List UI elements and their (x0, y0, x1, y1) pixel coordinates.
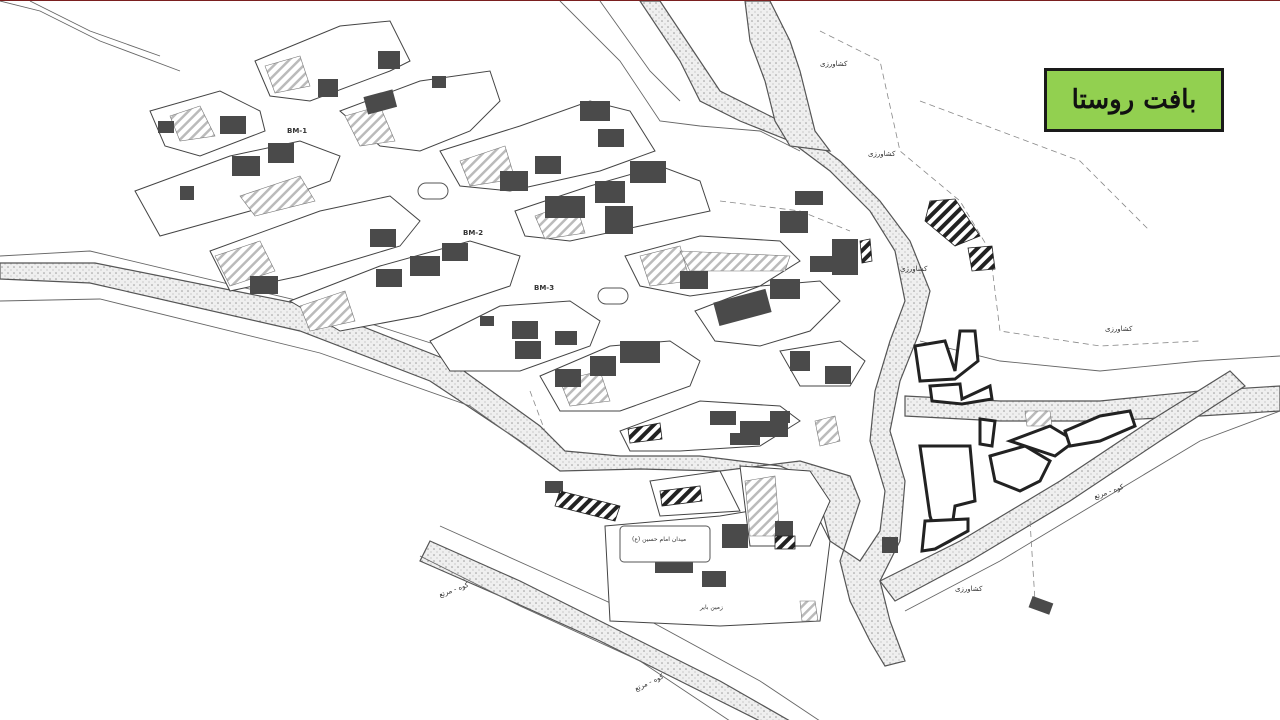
label-barren-land: زمین بایر (699, 604, 723, 611)
benchmark-labels: BM-1 BM-2 BM-3 (287, 127, 554, 292)
benchmark-1: BM-1 (287, 127, 307, 135)
slide-title-box: بافت روستا (1044, 68, 1224, 132)
label-agriculture-3: کشاورزی (1105, 325, 1133, 333)
label-mountain-3: کوه - مرتع (438, 581, 470, 599)
benchmark-3: BM-3 (534, 284, 554, 292)
slide-title: بافت روستا (1071, 85, 1197, 115)
label-agriculture-4: کشاورزی (955, 585, 983, 593)
roundabouts (417, 182, 711, 563)
label-agriculture-2: کشاورزی (868, 150, 896, 158)
label-mountain-2: کوه - مرتع (633, 672, 665, 693)
buildings (158, 51, 1054, 615)
ruin-areas (554, 198, 996, 550)
benchmark-2: BM-2 (463, 229, 483, 237)
label-agriculture-5: کشاورزی (900, 265, 928, 273)
label-imam-hossein-square: میدان امام حسین (ع) (632, 536, 686, 543)
label-mountain-1: کوه - مرتع (1093, 483, 1125, 501)
label-agriculture-1: کشاورزی (820, 60, 848, 68)
outlined-buildings (913, 329, 1137, 553)
